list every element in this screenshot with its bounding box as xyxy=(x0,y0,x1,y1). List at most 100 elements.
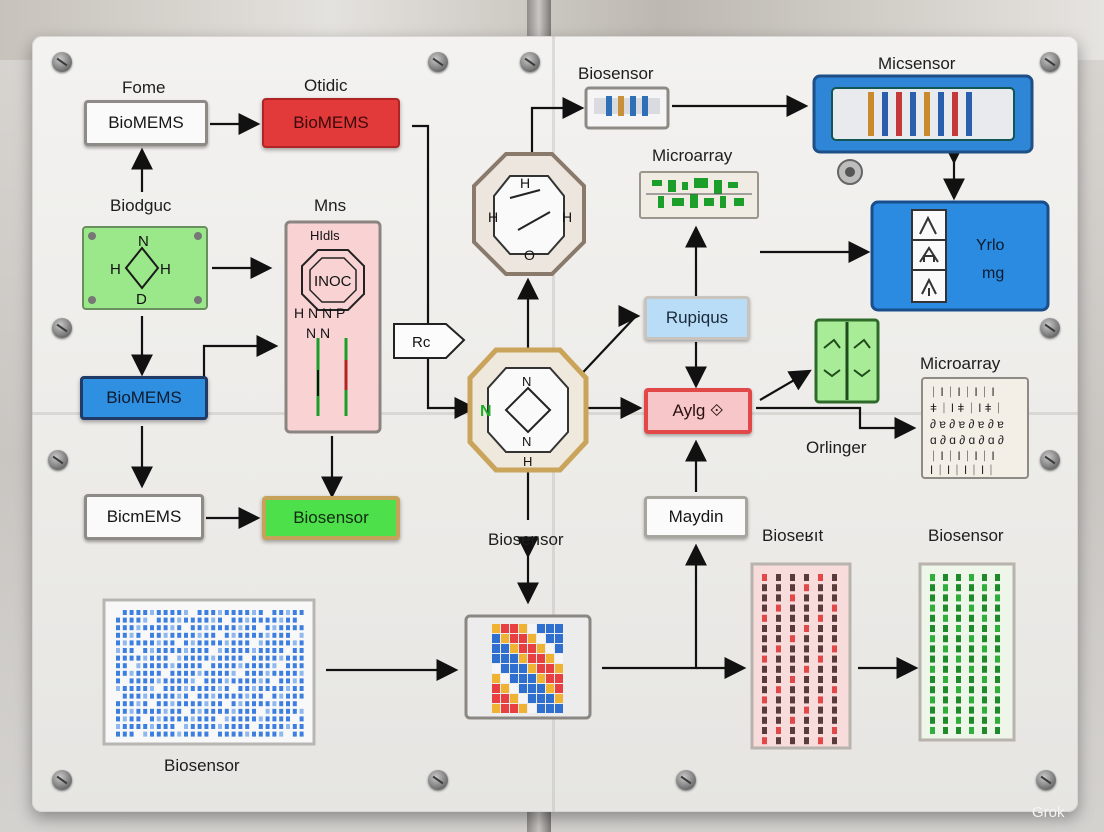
array-spot xyxy=(258,632,263,638)
ayig-chip[interactable]: Aylg ⟐ xyxy=(644,388,752,434)
array-spot xyxy=(519,674,527,683)
array-spot xyxy=(930,727,935,734)
array-spot xyxy=(286,655,290,661)
array-spot xyxy=(122,693,127,699)
maydin-chip[interactable]: Maydin xyxy=(644,496,748,538)
array-spot xyxy=(122,610,127,615)
biosensor-green-chip[interactable]: Biosensor xyxy=(262,496,400,540)
array-spot xyxy=(790,655,795,663)
multicolor-pixel-chip[interactable] xyxy=(462,612,594,727)
array-spot xyxy=(272,632,277,638)
array-spot xyxy=(163,708,168,714)
array-spot xyxy=(252,693,256,699)
rupiqus-chip[interactable]: Rupiqus xyxy=(644,296,750,340)
array-spot xyxy=(804,676,809,683)
bicomems-chip[interactable]: BicmEMS xyxy=(84,494,204,540)
array-spot xyxy=(224,648,229,653)
array-spot xyxy=(279,731,284,737)
array-spot xyxy=(177,678,182,684)
array-spot xyxy=(969,604,974,612)
array-spot xyxy=(982,706,987,714)
array-spot xyxy=(129,678,134,684)
yrlo-blue-module[interactable]: Yrlo mg xyxy=(870,200,1050,317)
array-spot xyxy=(136,632,141,638)
array-spot xyxy=(982,716,987,724)
array-spot xyxy=(762,645,767,653)
array-spot xyxy=(177,701,182,707)
array-spot xyxy=(776,737,781,745)
array-spot xyxy=(190,724,195,729)
green-chemistry-chip[interactable]: N H H D xyxy=(82,226,208,315)
array-spot xyxy=(204,708,209,714)
array-spot xyxy=(537,634,545,643)
round-knob[interactable] xyxy=(836,158,864,191)
array-spot xyxy=(286,663,290,669)
pink-molecule-panel[interactable]: HIdls INOC H N N P N N xyxy=(284,220,382,439)
array-spot xyxy=(956,574,961,581)
array-spot xyxy=(272,693,277,699)
array-spot xyxy=(265,686,270,691)
array-spot xyxy=(177,670,182,676)
array-spot xyxy=(116,625,120,631)
array-spot xyxy=(211,655,216,661)
array-spot xyxy=(116,731,120,737)
array-spot xyxy=(116,663,120,669)
array-spot xyxy=(150,693,154,699)
array-spot xyxy=(299,625,304,631)
array-spot xyxy=(170,648,175,653)
array-spot xyxy=(265,716,270,722)
array-spot xyxy=(136,716,141,722)
array-spot xyxy=(537,624,545,633)
array-spot xyxy=(122,617,127,623)
array-spot xyxy=(969,645,974,653)
biomems-blue-chip[interactable]: BioMEMS xyxy=(80,376,208,420)
array-spot xyxy=(245,670,250,676)
screw xyxy=(1040,450,1060,470)
micsensor-chip[interactable] xyxy=(812,74,1034,159)
array-spot xyxy=(122,640,127,646)
microarray-top-chip[interactable] xyxy=(638,170,760,225)
array-spot xyxy=(943,665,948,673)
array-spot xyxy=(238,617,243,623)
array-spot xyxy=(218,617,222,623)
array-spot xyxy=(492,674,500,683)
center-diamond-chip[interactable]: N N N H xyxy=(466,346,590,479)
array-spot xyxy=(930,584,935,592)
array-spot xyxy=(555,654,563,663)
green-circuit-card[interactable] xyxy=(814,318,880,409)
array-spot xyxy=(252,632,256,638)
array-spot xyxy=(762,594,767,602)
array-spot xyxy=(832,686,837,694)
array-spot xyxy=(762,584,767,592)
array-spot xyxy=(204,731,209,737)
array-spot xyxy=(143,670,148,676)
biosensor-strip-chip[interactable] xyxy=(584,86,670,135)
array-spot xyxy=(204,648,209,653)
array-spot xyxy=(510,674,518,683)
green-array-panel[interactable] xyxy=(918,562,1016,747)
array-spot xyxy=(224,625,229,631)
rc-tag[interactable]: Rc xyxy=(388,318,472,369)
array-spot xyxy=(537,674,545,683)
array-spot xyxy=(762,604,767,612)
microarray-symbol-panel[interactable]: ᛁ ǀ ᛁ ǀ ᛁ ǀ ᛁ ǀ ǂ ᛁ ǀ ǂ ᛁ ǀ ǂ ᛁ ∂ ɐ ∂ ɐ … xyxy=(920,376,1030,485)
array-spot xyxy=(832,584,837,592)
biomems-white-chip[interactable]: BioMEMS xyxy=(84,100,208,146)
array-spot xyxy=(211,617,216,623)
array-spot xyxy=(818,716,823,724)
array-spot xyxy=(156,632,161,638)
array-spot xyxy=(818,584,823,592)
pink-array-panel[interactable] xyxy=(750,562,852,755)
array-spot xyxy=(258,610,263,615)
array-spot xyxy=(776,665,781,673)
array-spot xyxy=(197,632,202,638)
array-spot xyxy=(528,674,536,683)
array-spot xyxy=(492,694,500,703)
array-spot xyxy=(790,635,795,643)
array-spot xyxy=(299,632,304,638)
array-spot xyxy=(818,676,823,683)
octagon-molecule-chip[interactable]: H H H O xyxy=(470,150,588,283)
array-spot xyxy=(150,663,154,669)
biomems-red-chip[interactable]: BioMEMS xyxy=(262,98,400,148)
blue-dot-array[interactable] xyxy=(102,598,316,751)
